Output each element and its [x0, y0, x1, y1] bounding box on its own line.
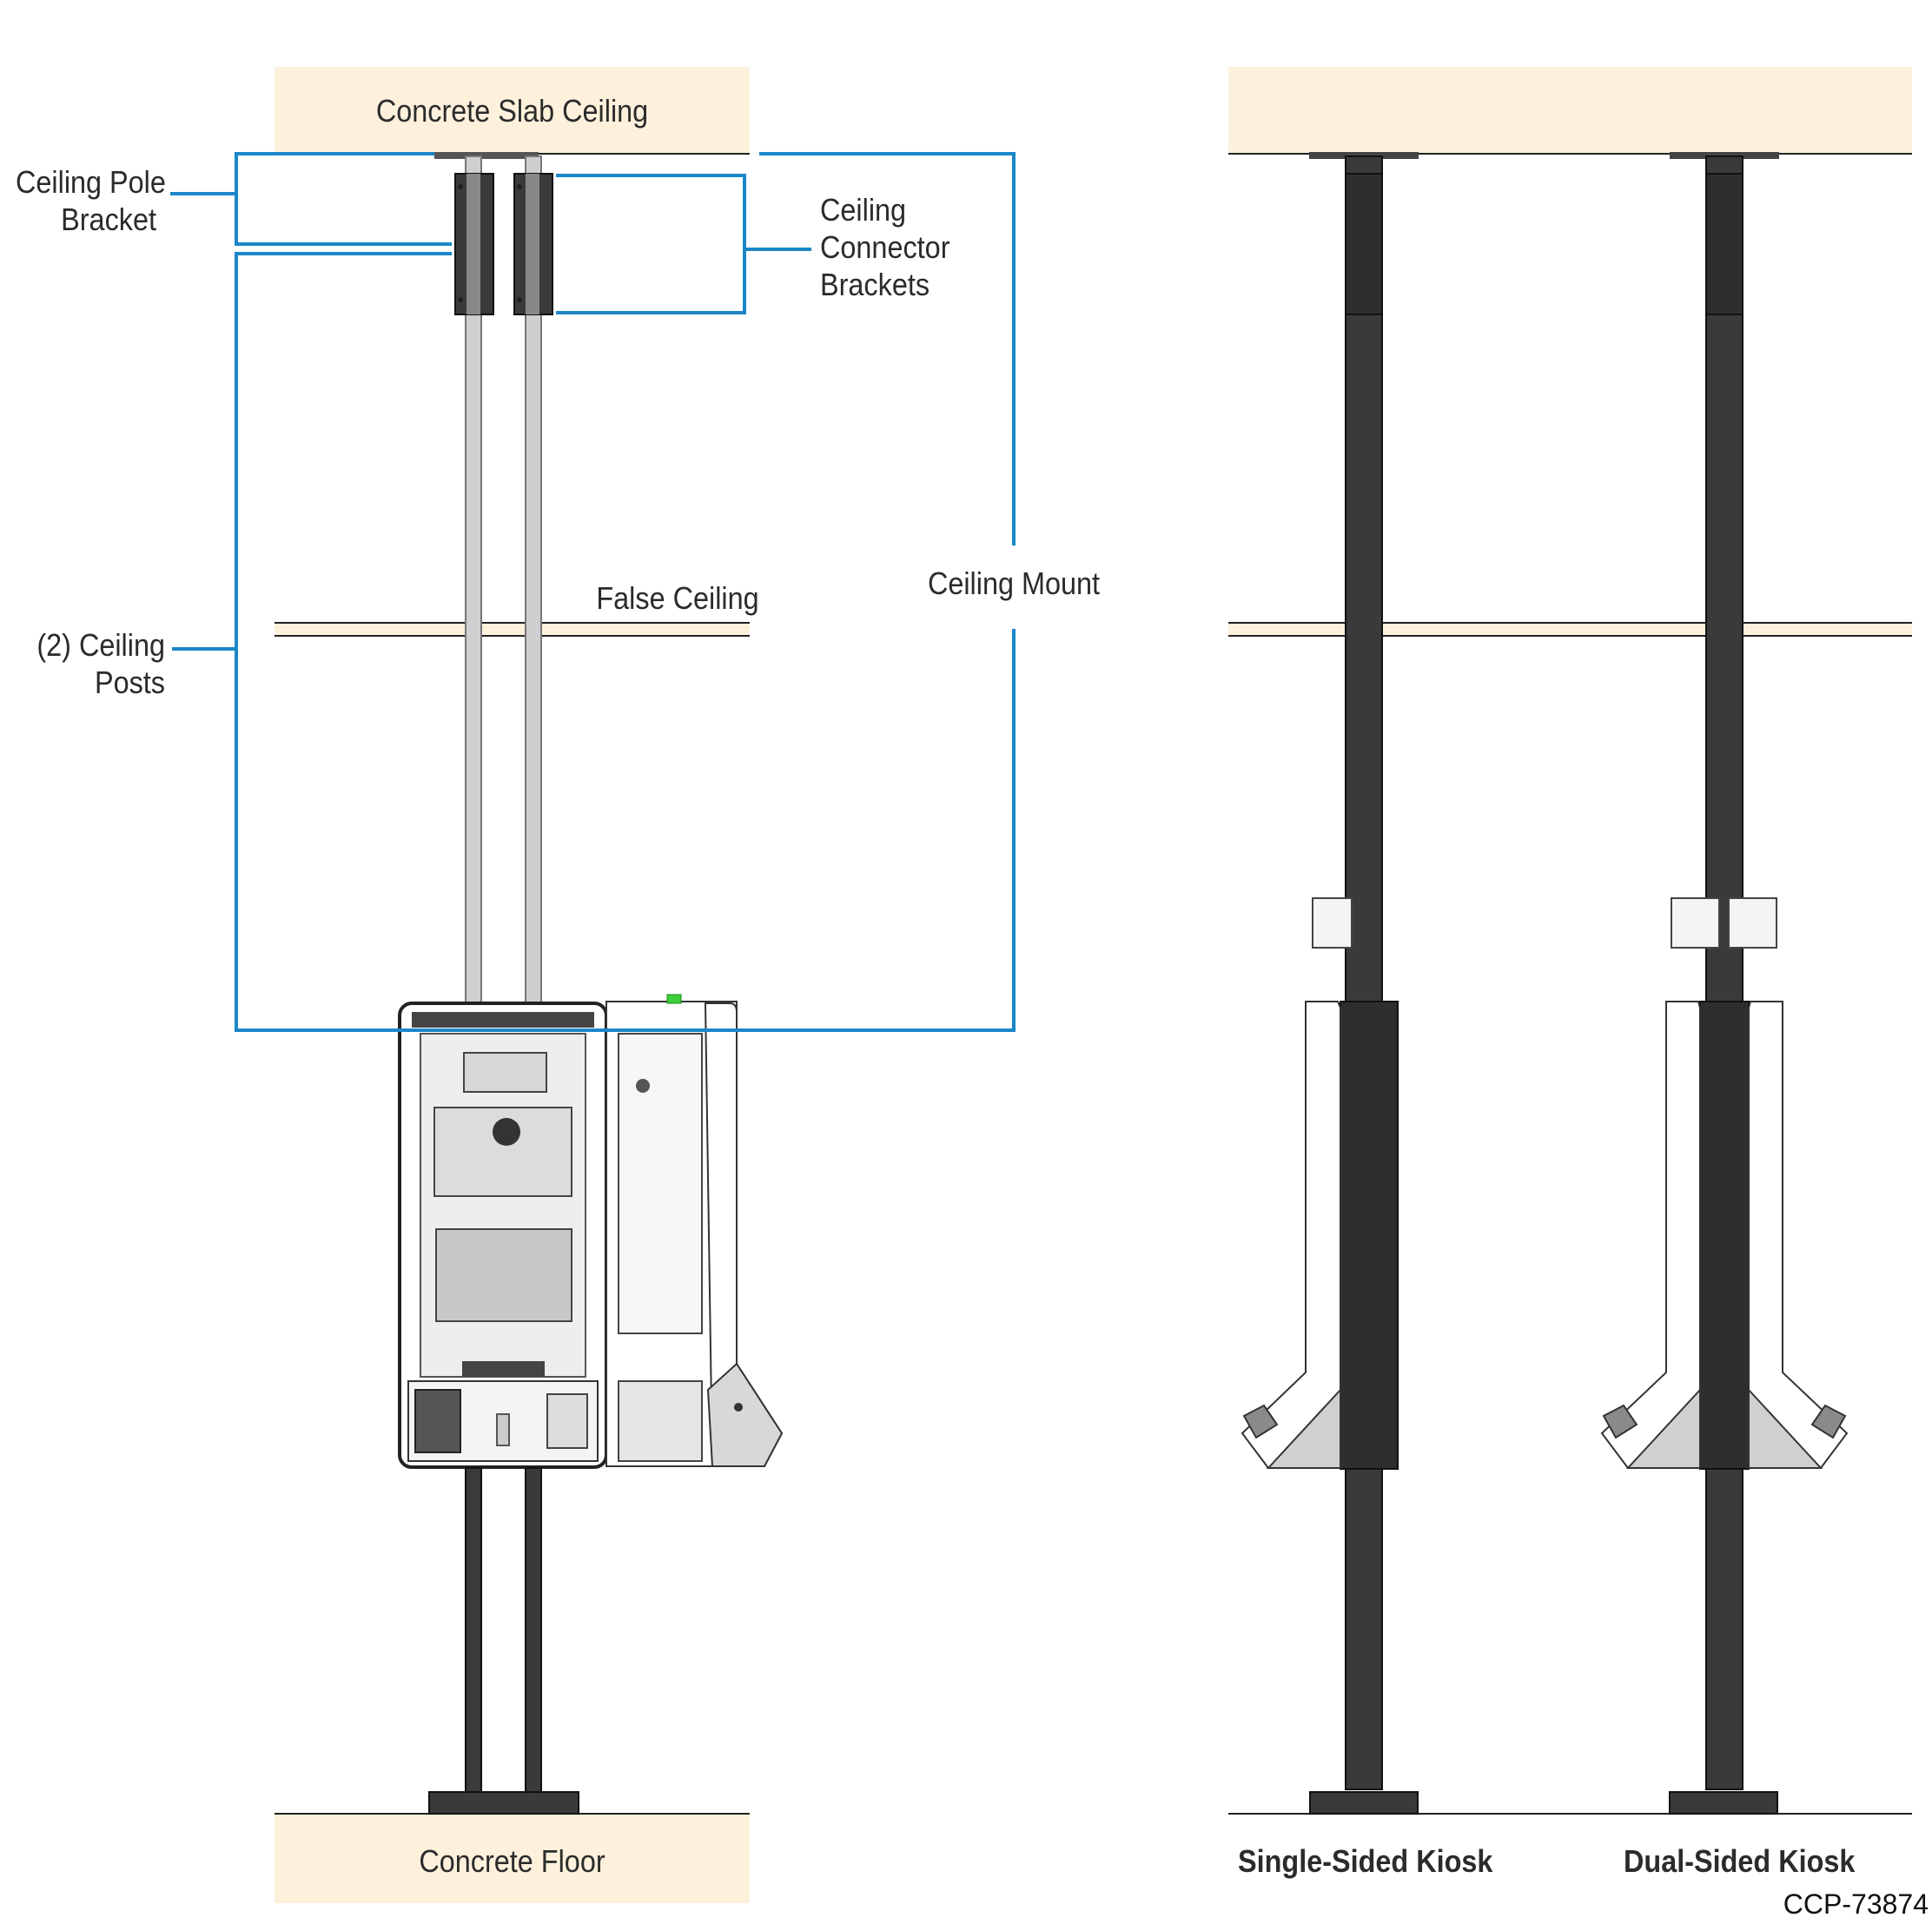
figure-code: CCP-73874: [1783, 1888, 1929, 1920]
concrete-slab-ceiling-left: [275, 67, 750, 153]
label-dual-sided-kiosk: Dual-Sided Kiosk: [1624, 1843, 1856, 1879]
right-view: [1228, 67, 1912, 1815]
dual-sided-kiosk: [1600, 152, 1849, 1815]
label-line: Posts: [94, 665, 165, 700]
label-line: Connector: [820, 229, 950, 265]
label-ceiling-mount: Ceiling Mount: [927, 565, 1101, 601]
left-view: [170, 67, 1016, 1903]
callout-ceiling-connector-brackets: [556, 174, 746, 314]
ceiling-posts-left: [465, 155, 542, 1026]
callout-lines: [170, 152, 1016, 1032]
callout-ceiling-mount: [759, 152, 1016, 546]
concrete-slab-ceiling-right: [1228, 67, 1912, 153]
single-sided-kiosk: [1241, 152, 1419, 1815]
callout-ceiling-pole-bracket: [170, 152, 434, 195]
label-line: Brackets: [820, 267, 930, 302]
label-concrete-slab-ceiling: Concrete Slab Ceiling: [375, 93, 649, 129]
label-line: Ceiling Pole: [16, 164, 166, 200]
label-line: Ceiling: [820, 192, 907, 228]
concrete-floor-left: [275, 1814, 750, 1903]
label-ceiling-posts: (2) Ceiling Posts: [17, 626, 165, 701]
kiosk-unit-left: [398, 994, 784, 1469]
label-ceiling-pole-bracket: Ceiling Pole Bracket: [16, 163, 166, 238]
false-ceiling-left: [275, 623, 750, 636]
callout-ceiling-posts: [235, 252, 513, 1032]
label-single-sided-kiosk: Single-Sided Kiosk: [1238, 1843, 1493, 1879]
label-concrete-floor: Concrete Floor: [419, 1843, 605, 1879]
false-ceiling-right: [1228, 623, 1912, 636]
floor-posts-left: [428, 1467, 579, 1815]
label-ceiling-connector-brackets: Ceiling Connector Brackets: [820, 191, 992, 303]
label-line: Bracket: [61, 202, 156, 237]
ceiling-connector-brackets-left: [454, 173, 553, 315]
label-line: (2) Ceiling: [36, 627, 165, 663]
label-false-ceiling: False Ceiling: [596, 580, 759, 616]
